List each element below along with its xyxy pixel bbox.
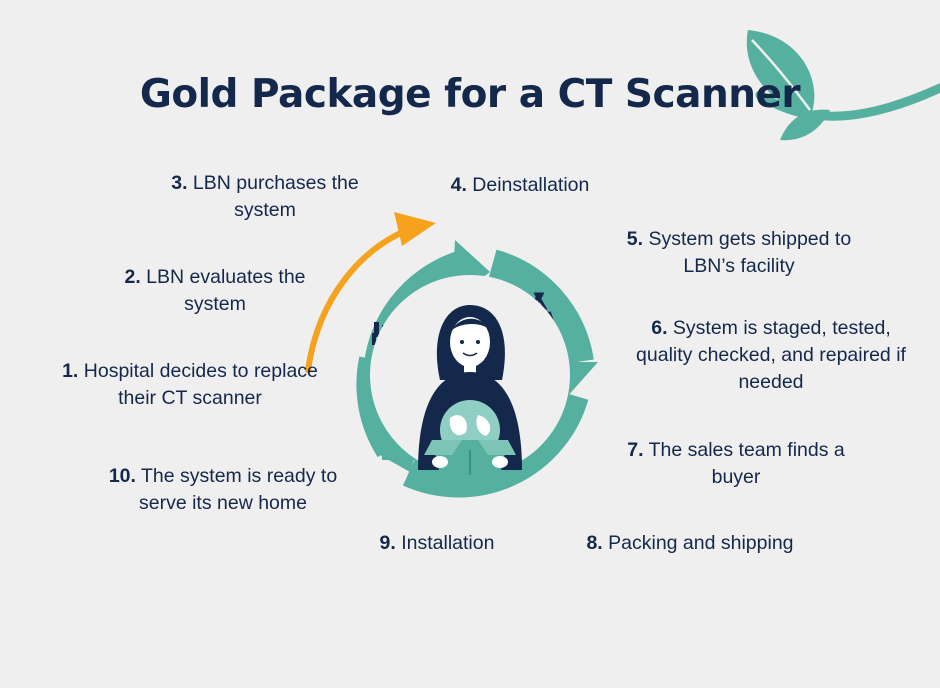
step-5: 5. System gets shipped to LBN’s facility	[604, 226, 874, 280]
step-6: 6. System is staged, tested, quality che…	[628, 315, 914, 396]
curved-arrow-icon	[305, 212, 436, 373]
step-6-number: 6.	[651, 317, 668, 339]
step-6-text: System is staged, tested, quality checke…	[636, 317, 906, 393]
step-7-number: 7.	[627, 439, 644, 461]
step-7: 7. The sales team finds a buyer	[604, 437, 868, 491]
step-3-text: LBN purchases the system	[192, 172, 359, 221]
step-8-number: 8.	[586, 532, 603, 554]
step-10: 10. The system is ready to serve its new…	[98, 463, 348, 517]
step-1: 1. Hospital decides to replace their CT …	[60, 358, 320, 412]
step-10-text: The system is ready to serve its new hom…	[139, 465, 338, 514]
step-8-text: Packing and shipping	[608, 532, 794, 554]
step-7-text: The sales team finds a buyer	[648, 439, 845, 488]
step-10-number: 10.	[108, 465, 136, 487]
step-8: 8. Packing and shipping	[560, 530, 820, 557]
step-9-number: 9.	[379, 532, 396, 554]
page-title: Gold Package for a CT Scanner	[139, 72, 801, 117]
step-2: 2. LBN evaluates the system	[108, 264, 322, 318]
person-with-globe-box-icon	[370, 275, 570, 475]
leaf-icon	[746, 30, 940, 141]
step-9: 9. Installation	[360, 530, 514, 557]
step-5-number: 5.	[626, 228, 644, 250]
step-3-number: 3.	[171, 172, 188, 194]
step-2-text: LBN evaluates the system	[146, 266, 306, 315]
step-1-number: 1.	[62, 360, 79, 382]
step-9-text: Installation	[401, 532, 495, 554]
step-4-text: Deinstallation	[472, 174, 590, 196]
step-5-text: System gets shipped to LBN’s facility	[648, 228, 852, 277]
step-1-text: Hospital decides to replace their CT sca…	[83, 360, 318, 409]
step-3: 3. LBN purchases the system	[155, 170, 375, 224]
step-2-number: 2.	[124, 266, 141, 288]
step-4-number: 4.	[450, 174, 467, 196]
step-4: 4. Deinstallation	[430, 172, 610, 199]
